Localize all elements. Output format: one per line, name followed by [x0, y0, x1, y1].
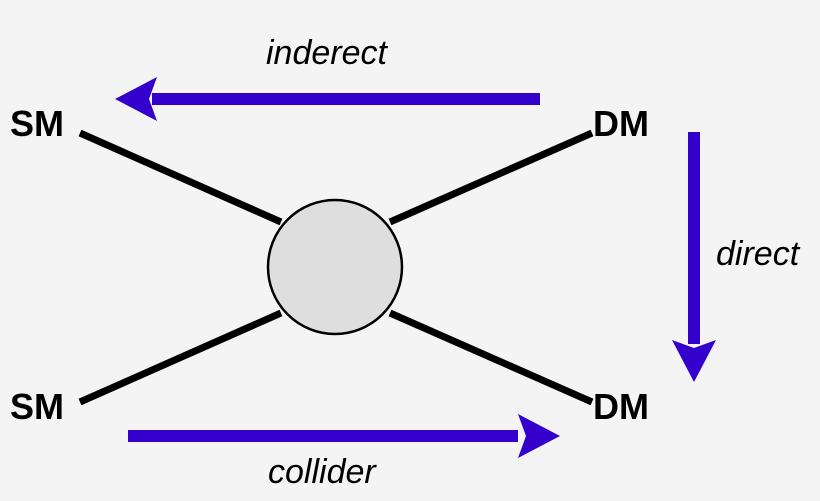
arrow-label-direct: direct — [716, 235, 800, 273]
collider-arrow — [128, 414, 560, 458]
node-label-sm-top: SM — [10, 103, 64, 144]
collider-arrow-shaft — [128, 430, 518, 442]
leg-dm-bottom-line — [388, 309, 594, 406]
interaction-legs — [78, 129, 594, 406]
interaction-blob — [266, 198, 404, 336]
node-label-dm-bottom: DM — [593, 386, 649, 427]
leg-sm-top-line — [78, 129, 283, 226]
indirect-arrow-head — [115, 77, 157, 121]
indirect-arrow — [115, 77, 540, 121]
node-label-sm-bottom: SM — [10, 386, 64, 427]
direct-arrow-shaft — [688, 132, 700, 344]
arrow-label-collider: collider — [268, 453, 376, 491]
indirect-arrow-shaft — [152, 93, 540, 105]
direct-arrow-head — [672, 340, 716, 382]
leg-dm-top-line — [388, 129, 594, 226]
node-label-dm-top: DM — [593, 103, 649, 144]
leg-sm-bottom-line — [78, 309, 283, 406]
arrow-label-indirect: inderect — [266, 34, 387, 72]
collider-arrow-head — [518, 414, 560, 458]
direct-arrow — [672, 132, 716, 382]
